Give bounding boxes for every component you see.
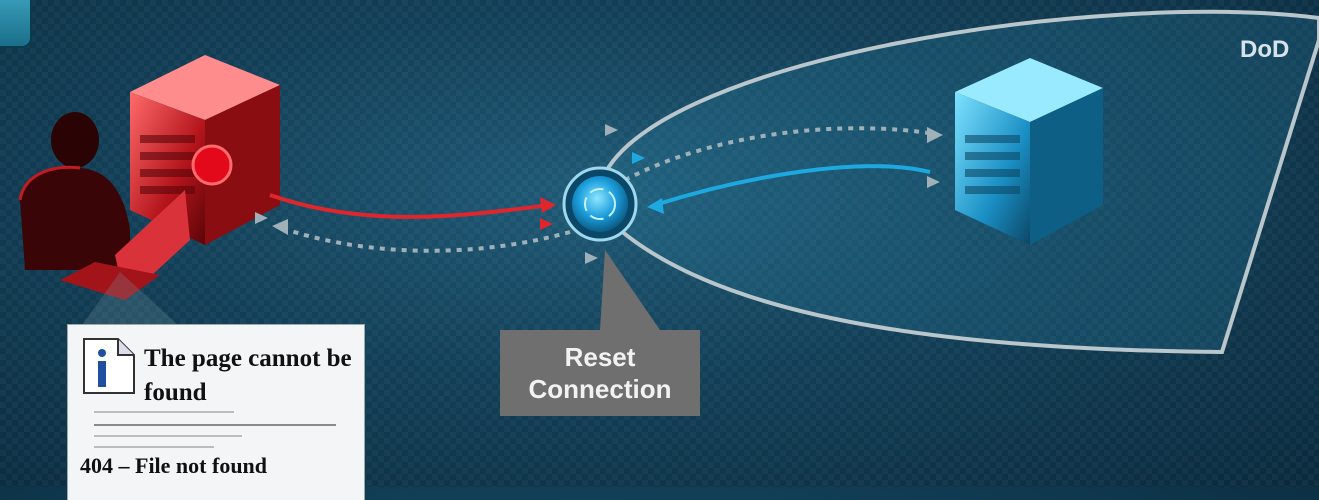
doc-divider (94, 446, 214, 448)
attack-request-arrow (269, 193, 551, 219)
reset-arrowhead-icon (272, 219, 288, 235)
attack-arrowhead-icon (540, 197, 556, 213)
reset-label-line1: Reset (564, 342, 636, 372)
doc-callout-pointer (82, 272, 178, 325)
flow-marker-icon (927, 176, 940, 188)
router-icon (562, 166, 638, 242)
corner-button[interactable] (0, 0, 32, 48)
flow-marker-icon (632, 152, 645, 164)
doc-divider (94, 411, 234, 413)
doc-divider (94, 435, 242, 437)
attacker-server-icon (130, 55, 280, 245)
error-page-document: The page cannot be found 404 – File not … (68, 325, 364, 500)
alert-dot-icon (191, 144, 233, 186)
reset-callout-pointer (600, 250, 660, 330)
error-page-title: The page cannot be found (144, 345, 352, 406)
dod-response-arrow (654, 164, 931, 207)
dod-server-icon (955, 58, 1103, 245)
flow-marker-icon (605, 124, 618, 136)
flow-marker-icon (255, 212, 268, 224)
info-document-icon (83, 338, 135, 394)
reset-response-arrow (281, 226, 571, 253)
error-page-footer: 404 – File not found (80, 453, 268, 478)
flow-marker-icon (585, 252, 598, 264)
network-diagram (18, 9, 1319, 355)
dod-request-arrow (624, 126, 936, 182)
dod-zone-label: DoD (1240, 36, 1290, 63)
reset-label-line2: Connection (528, 374, 672, 404)
flow-marker-icon (540, 218, 553, 230)
dod-response-arrowhead-icon (647, 198, 664, 214)
dod-request-arrowhead-icon (927, 127, 943, 143)
doc-divider (94, 424, 336, 426)
reset-connection-callout: Reset Connection (500, 330, 700, 416)
hacker-icon (18, 112, 190, 300)
